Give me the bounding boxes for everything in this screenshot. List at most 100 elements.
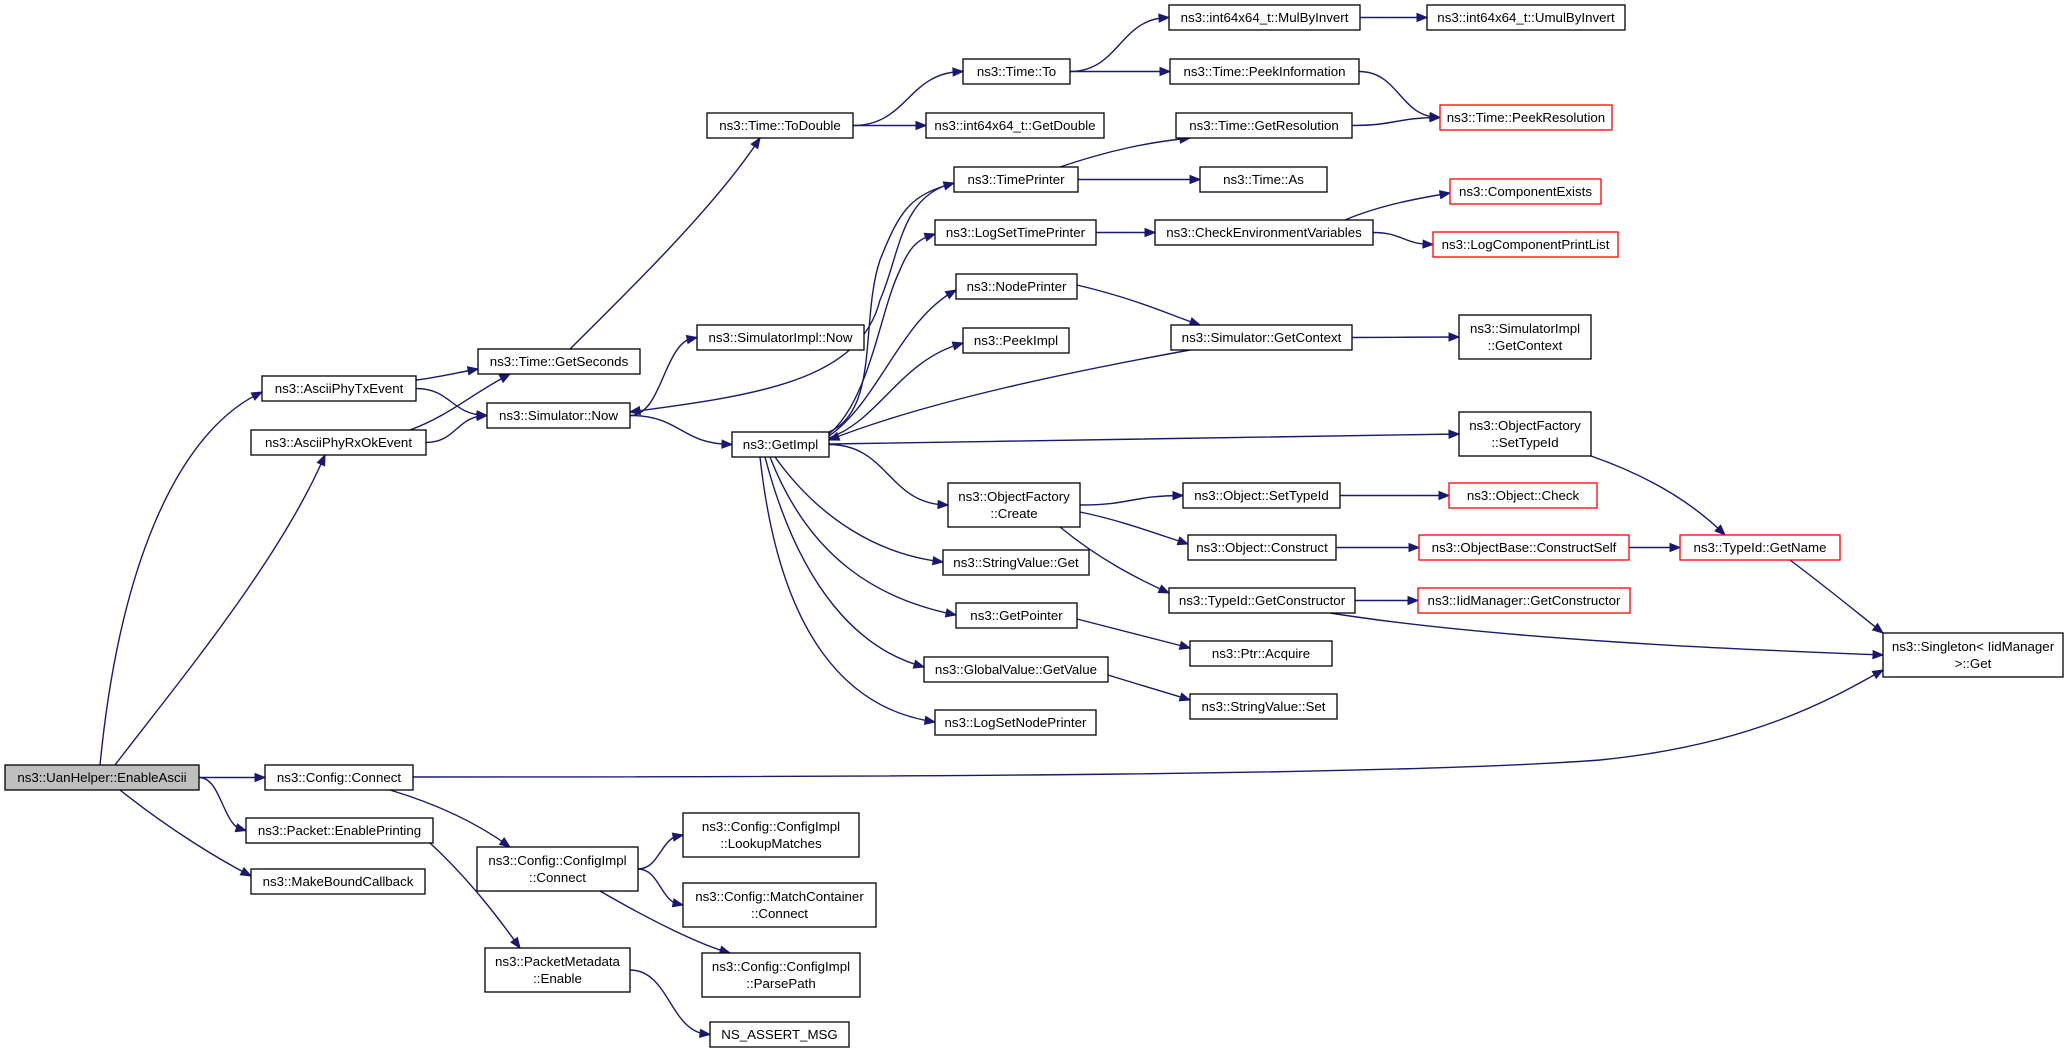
function-node[interactable]: ns3::StringValue::Set [1189,693,1338,720]
arrowhead-icon [1438,190,1452,200]
function-node[interactable]: ns3::Config::ConfigImpl::LookupMatches [682,812,860,858]
node-box [1168,587,1356,614]
function-node[interactable]: ns3::Ptr::Acquire [1189,640,1333,667]
function-node[interactable]: ns3::TypeId::GetName [1679,534,1841,561]
function-node[interactable]: ns3::TypeId::GetConstructor [1168,587,1356,614]
node-label: ns3::LogComponentPrintList [1442,237,1610,252]
node-label: ns3::ComponentExists [1459,184,1592,199]
function-node[interactable]: ns3::Time::PeekResolution [1439,104,1613,131]
function-node[interactable]: ns3::Time::PeekInformation [1169,58,1360,85]
arrowhead-icon [1871,669,1885,680]
function-node[interactable]: ns3::Object::SetTypeId [1182,482,1341,509]
function-node[interactable]: ns3::SimulatorImpl::Now [696,324,865,351]
function-node[interactable]: ns3::StringValue::Get [942,549,1090,576]
function-node[interactable]: ns3::LogSetTimePrinter [934,219,1097,246]
call-edge [828,289,957,437]
function-node[interactable]: ns3::GlobalValue::GetValue [923,656,1109,683]
function-node[interactable]: NS_ASSERT_MSG [709,1021,850,1048]
function-node[interactable]: ns3::NodePrinter [955,273,1078,300]
node-box [1169,58,1360,85]
function-node[interactable]: ns3::ComponentExists [1449,178,1602,205]
function-node[interactable]: ns3::Singleton< IidManager>::Get [1882,632,2064,678]
arrowhead-icon [671,898,685,908]
function-node[interactable]: ns3::TimePrinter [953,166,1079,193]
function-node[interactable]: ns3::Time::To [962,58,1071,85]
function-node[interactable]: ns3::GetPointer [955,602,1078,629]
call-edge [1789,559,1884,634]
node-box [477,348,641,375]
function-node[interactable]: ns3::Time::ToDouble [706,112,854,139]
node-label: ns3::Time::PeekInformation [1183,64,1345,79]
root-function-node[interactable]: ns3::UanHelper::EnableAscii [4,764,200,791]
function-node[interactable]: ns3::GetImpl [731,431,830,458]
function-node[interactable]: ns3::AsciiPhyTxEvent [261,375,417,402]
node-box [696,324,865,351]
arrowhead-icon [1157,584,1171,594]
call-edge [1059,137,1191,168]
function-node[interactable]: ns3::Object::Construct [1187,534,1337,561]
arrowhead-icon [254,772,267,783]
function-node[interactable]: ns3::int64x64_t::GetDouble [925,112,1105,139]
arrowhead-icon [937,499,950,510]
arrowhead-icon [699,1028,712,1038]
function-node[interactable]: ns3::Simulator::GetContext [1170,324,1353,351]
call-edge [637,834,684,870]
node-box [953,166,1079,193]
function-node[interactable]: ns3::PacketMetadata::Enable [484,947,631,993]
function-node[interactable]: ns3::AsciiPhyRxOkEvent [250,429,427,456]
function-node[interactable]: ns3::Config::ConfigImpl::Connect [476,846,639,892]
node-label: ns3::int64x64_t::MulByInvert [1181,10,1349,25]
node-label: ::GetContext [1488,338,1563,353]
node-label: ::Create [990,506,1037,521]
call-edge [1590,455,1726,536]
arrowhead-icon [234,823,248,833]
node-box [1189,693,1338,720]
function-node[interactable]: ns3::ObjectFactory::SetTypeId [1458,411,1592,457]
arrowhead-icon [1448,332,1461,342]
function-node[interactable]: ns3::Time::GetSeconds [477,348,641,375]
function-node[interactable]: ns3::Packet::EnablePrinting [245,817,434,844]
function-node[interactable]: ns3::Config::Connect [264,764,414,791]
call-edge [828,433,1460,445]
arrowhead-icon [1714,524,1726,536]
function-node[interactable]: ns3::Object::Check [1448,482,1598,509]
node-box [962,58,1071,85]
call-edge [1358,70,1441,119]
function-node[interactable]: ns3::Config::ConfigImpl::ParsePath [701,952,861,998]
node-box [682,882,877,928]
arrowhead-icon [1408,542,1421,553]
function-node[interactable]: ns3::int64x64_t::MulByInvert [1168,4,1361,31]
node-label: ns3::GetImpl [743,437,818,452]
node-box [1189,640,1333,667]
node-box [1168,4,1361,31]
function-node[interactable]: ns3::Simulator::Now [486,402,631,429]
function-node[interactable]: ns3::CheckEnvironmentVariables [1154,219,1374,246]
node-label: ns3::TimePrinter [967,172,1065,187]
node-label: ns3::LogSetNodePrinter [945,715,1087,730]
node-label: ns3::StringValue::Get [953,555,1079,570]
node-label: ::LookupMatches [720,836,822,851]
node-box [731,431,830,458]
function-node[interactable]: ns3::LogSetNodePrinter [934,709,1097,736]
function-node[interactable]: ns3::LogComponentPrintList [1432,231,1619,258]
node-box [706,112,854,139]
arrowhead-icon [915,120,928,131]
function-node[interactable]: ns3::IidManager::GetConstructor [1417,587,1631,614]
call-edge [1076,618,1191,649]
node-label: ::Enable [533,971,582,986]
function-node[interactable]: ns3::PeekImpl [962,327,1070,354]
call-edge [1351,336,1460,339]
node-label: ::SetTypeId [1491,435,1558,450]
function-node[interactable]: ns3::ObjectFactory::Create [947,482,1081,528]
function-node[interactable]: ns3::MakeBoundCallback [250,868,426,895]
function-node[interactable]: ns3::int64x64_t::UmulByInvert [1426,4,1626,31]
call-nodes: ns3::UanHelper::EnableAscii ns3::AsciiPhy… [4,4,2064,1048]
function-node[interactable]: ns3::ObjectBase::ConstructSelf [1418,534,1630,561]
node-box [1439,104,1613,131]
node-label: ns3::Object::Check [1467,488,1580,503]
function-node[interactable]: ns3::SimulatorImpl::GetContext [1458,314,1592,360]
function-node[interactable]: ns3::Config::MatchContainer::Connect [682,882,877,928]
function-node[interactable]: ns3::Time::GetResolution [1175,112,1353,139]
function-node[interactable]: ns3::Time::As [1199,166,1328,193]
